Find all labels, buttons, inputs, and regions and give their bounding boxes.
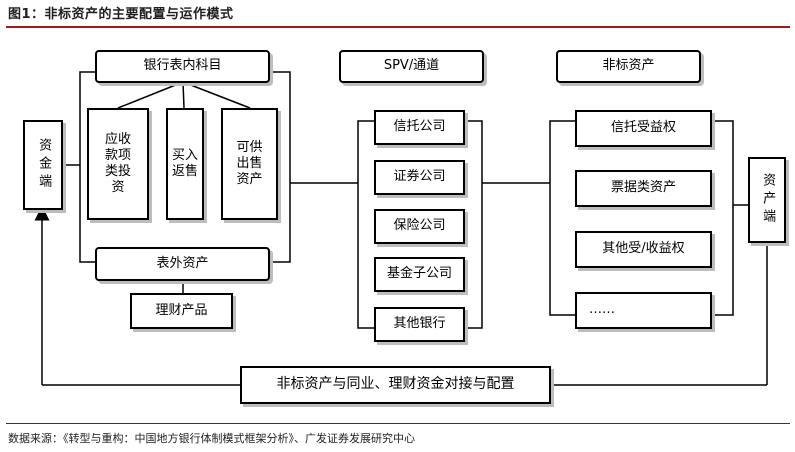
non-standard-assets-box: 非标资产 [556,50,701,83]
funding-end-box: 资金端 [23,120,63,210]
matching-box: 非标资产与同业、理财资金对接与配置 [240,366,551,404]
left-bracket [79,71,95,263]
insurance-company-box: 保险公司 [374,209,465,244]
reverse-repo-box: 买入 返售 [166,108,204,220]
trust-company-box: 信托公司 [374,110,465,145]
spv-bracket-right [465,120,483,329]
source-divider [6,423,790,424]
assets-bracket-right [712,120,734,316]
other-beneficiary-rights-box: 其他受/收益权 [575,231,712,268]
tree-to-afs [182,81,251,109]
available-for-sale-box: 可供 出售 资产 [221,108,278,220]
ellipsis-box: …… [575,292,712,329]
asset-end-box: 资产端 [748,157,786,243]
assets-bracket-left [549,120,575,316]
spv-channel-box: SPV/通道 [339,50,484,83]
figure-title: 图1：非标资产的主要配置与运作模式 [8,7,234,22]
securities-company-box: 证券公司 [374,160,465,195]
right-bracket [268,71,291,263]
tree-to-receivables [117,81,184,109]
on-balance-subjects-box: 银行表内科目 [95,50,270,83]
receivables-box: 应收 款项 类投 资 [87,108,149,220]
off-balance-assets-box: 表外资产 [95,247,270,281]
source-note: 数据来源：《转型与重构：中国地方银行体制模式框架分析》、广发证券发展研究中心 [8,432,415,445]
title-divider [6,26,790,28]
wealth-products-box: 理财产品 [130,293,233,329]
tree-to-reverse-repo [182,81,185,109]
bill-assets-box: 票据类资产 [575,170,712,207]
spv-bracket-left [357,120,374,329]
trust-beneficiary-rights-box: 信托受益权 [575,110,712,147]
fund-subsidiary-box: 基金子公司 [374,257,465,292]
other-banks-box: 其他银行 [374,307,465,342]
